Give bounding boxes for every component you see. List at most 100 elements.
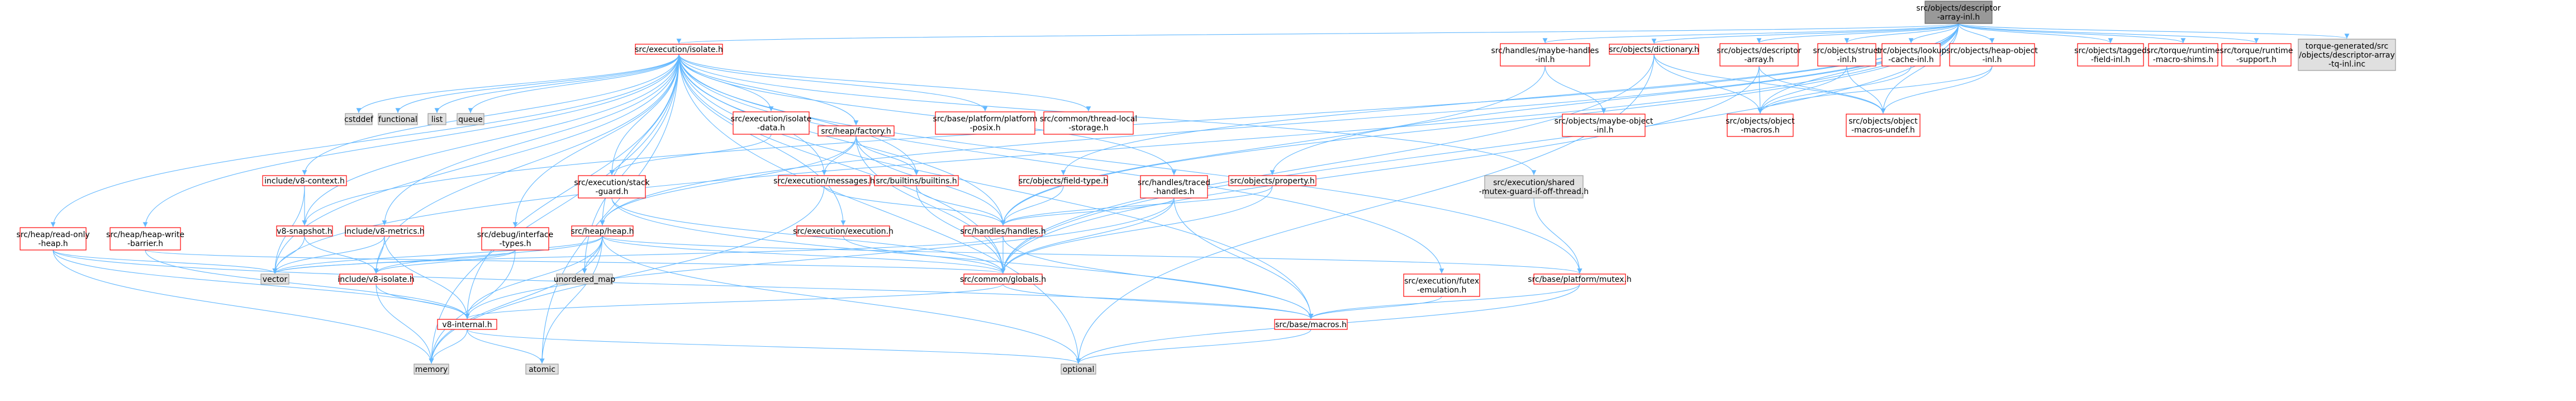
node-platformposix[interactable]: src/base/platform/platform-posix.h — [933, 111, 1038, 135]
node-box-maybeobjinl — [1562, 114, 1646, 137]
node-maybehandles[interactable]: src/handles/maybe-handles-inl.h — [1491, 43, 1599, 67]
node-box-tracedhandles — [1140, 175, 1208, 199]
edge-tracedhandles-to-handlesh — [1000, 197, 1175, 226]
node-box-readonlyheap — [20, 227, 87, 251]
node-label-futex: -emulation.h — [1417, 286, 1467, 295]
edge-root-to-maybehandles — [1542, 23, 1959, 44]
edge-readonlyheap-to-basemacros — [53, 249, 1314, 319]
edge-descarray-to-objmacros — [1757, 65, 1763, 114]
node-root[interactable]: src/objects/descriptor-array-inl.h — [1916, 1, 2001, 24]
node-lookupcache[interactable]: src/objects/lookup-cache-inl.h — [1876, 43, 1947, 67]
node-tracedhandles[interactable]: src/handles/traced-handles.h — [1138, 175, 1210, 199]
node-label-sharedmutex: src/execution/shared — [1493, 178, 1575, 187]
node-debuginterface[interactable]: src/debug/interface-types.h — [477, 227, 553, 251]
node-dictionary[interactable]: src/objects/dictionary.h — [1609, 44, 1699, 55]
node-isolate[interactable]: src/execution/isolate.h — [635, 44, 723, 55]
node-execution[interactable]: src/execution/execution.h — [793, 225, 893, 237]
edge-structinl-to-objmacros — [1757, 65, 1847, 114]
edge-factory-to-heaph — [600, 135, 857, 226]
node-label-objmacros: -macros.h — [1741, 126, 1780, 135]
node-v8context[interactable]: include/v8-context.h — [262, 175, 347, 186]
node-isolatedata[interactable]: src/execution/isolate-data.h — [731, 111, 811, 135]
node-basemacros[interactable]: src/base/macros.h — [1274, 319, 1348, 330]
edge-isolate-to-platformposix — [678, 54, 988, 112]
node-globals[interactable]: src/common/globals.h — [960, 273, 1046, 285]
node-threadlocal[interactable]: src/common/thread-local-storage.h — [1040, 111, 1137, 135]
node-label-isolatedata: -data.h — [757, 124, 785, 133]
node-label-v8internal: v8-internal.h — [442, 320, 492, 329]
node-label-macroshims: src/torque/runtime — [2147, 46, 2220, 55]
node-label-descarray: -array.h — [1744, 55, 1774, 64]
node-futex[interactable]: src/execution/futex-emulation.h — [1403, 273, 1480, 297]
edge-v8metrics-to-v8internal — [384, 235, 470, 319]
node-objmacrosundef[interactable]: src/objects/object-macros-undef.h — [1846, 114, 1921, 137]
edge-isolate-to-vector — [272, 54, 679, 274]
edge-isolate-to-list — [434, 54, 679, 114]
node-macroshims[interactable]: src/torque/runtime-macro-shims.h — [2147, 43, 2220, 67]
edge-stackguard-to-basemacros — [611, 197, 1314, 319]
node-heaph[interactable]: src/heap/heap.h — [571, 225, 634, 237]
edge-mutex-to-basemacros — [1308, 284, 1580, 319]
node-unorderedmap: unordered_map — [554, 273, 615, 285]
node-label-functional: functional — [378, 115, 417, 124]
node-box-tqinc — [2298, 39, 2396, 71]
edge-v8snapshot-to-v8isolate — [304, 235, 379, 274]
node-label-lookupcache: -cache-inl.h — [1888, 55, 1934, 64]
edge-lookupcache-to-objmacros — [1757, 65, 1912, 114]
node-atomic: atomic — [525, 364, 559, 375]
node-box-cstddef — [345, 113, 373, 125]
edge-v8internal-to-memory — [429, 329, 468, 364]
node-handlesh[interactable]: src/handles/handles.h — [960, 225, 1046, 237]
node-label-sharedmutex: -mutex-guard-if-off-thread.h — [1479, 187, 1589, 196]
node-writebarrier[interactable]: src/heap/heap-write-barrier.h — [106, 227, 184, 251]
node-builtins[interactable]: src/builtins/builtins.h — [874, 175, 959, 186]
node-label-basemacros: src/base/macros.h — [1275, 320, 1347, 329]
node-label-structinl: -inl.h — [1837, 55, 1856, 64]
edge-root-to-lookupcache — [1908, 23, 1959, 44]
node-label-readonlyheap: src/heap/read-only — [16, 230, 89, 239]
node-mutex[interactable]: src/base/platform/mutex.h — [1528, 273, 1632, 285]
node-readonlyheap[interactable]: src/heap/read-only-heap.h — [16, 227, 90, 251]
edge-dictionary-to-objmacrosundef — [1653, 54, 1886, 114]
edge-globals-to-v8internal — [464, 284, 1004, 319]
node-label-taggedfield: src/objects/tagged — [2074, 46, 2147, 55]
node-label-threadlocal: src/common/thread-local — [1040, 115, 1137, 124]
node-rtsupport[interactable]: src/torque/runtime-support.h — [2220, 43, 2293, 67]
edge-readonlyheap-to-memory — [53, 249, 434, 364]
node-factory[interactable]: src/heap/factory.h — [818, 125, 895, 136]
edge-v8metrics-to-v8isolate — [373, 235, 385, 274]
node-structinl[interactable]: src/objects/struct-inl.h — [1813, 43, 1881, 67]
node-descarray[interactable]: src/objects/descriptor-array.h — [1717, 43, 1802, 67]
node-v8metrics[interactable]: include/v8-metrics.h — [344, 225, 425, 237]
node-property[interactable]: src/objects/property.h — [1228, 175, 1316, 186]
node-box-futex — [1403, 273, 1480, 297]
node-box-platformposix — [935, 111, 1035, 135]
edge-isolate-to-v8internal — [464, 54, 679, 319]
node-fieldtype[interactable]: src/objects/field-type.h — [1019, 175, 1108, 186]
node-messages[interactable]: src/execution/messages.h — [773, 175, 875, 186]
node-stackguard[interactable]: src/execution/stack-guard.h — [574, 175, 650, 199]
node-taggedfield[interactable]: src/objects/tagged-field-inl.h — [2074, 43, 2147, 67]
edge-isolate-to-threadlocal — [678, 54, 1091, 112]
node-label-v8metrics: include/v8-metrics.h — [344, 227, 424, 236]
node-label-builtins: src/builtins/builtins.h — [876, 177, 957, 186]
node-label-debuginterface: src/debug/interface — [477, 230, 553, 239]
node-v8internal[interactable]: v8-internal.h — [437, 319, 497, 330]
node-box-threadlocal — [1043, 111, 1134, 135]
nodes-layer: src/objects/descriptor-array-inl.h src/ex… — [16, 1, 2396, 375]
node-v8isolate[interactable]: include/v8-isolate.h — [338, 273, 415, 285]
node-list: list — [427, 113, 446, 125]
node-v8snapshot[interactable]: v8-snapshot.h — [276, 225, 333, 237]
node-box-mutex — [1533, 273, 1626, 285]
node-label-writebarrier: -barrier.h — [127, 239, 163, 248]
node-maybeobjinl[interactable]: src/objects/maybe-object-inl.h — [1555, 114, 1653, 137]
edge-heapobjinl-to-objmacrosundef — [1880, 65, 1993, 114]
node-label-objmacrosundef: -macros-undef.h — [1851, 126, 1915, 135]
node-vector: vector — [260, 273, 289, 285]
node-label-maybehandles: src/handles/maybe-handles — [1491, 46, 1599, 55]
edge-heaph-to-optional — [602, 235, 1081, 364]
node-objmacros[interactable]: src/objects/object-macros.h — [1726, 114, 1795, 137]
node-box-fieldtype — [1019, 175, 1108, 186]
node-heapobjinl[interactable]: src/objects/heap-object-inl.h — [1946, 43, 2038, 67]
node-label-property: src/objects/property.h — [1230, 177, 1315, 186]
